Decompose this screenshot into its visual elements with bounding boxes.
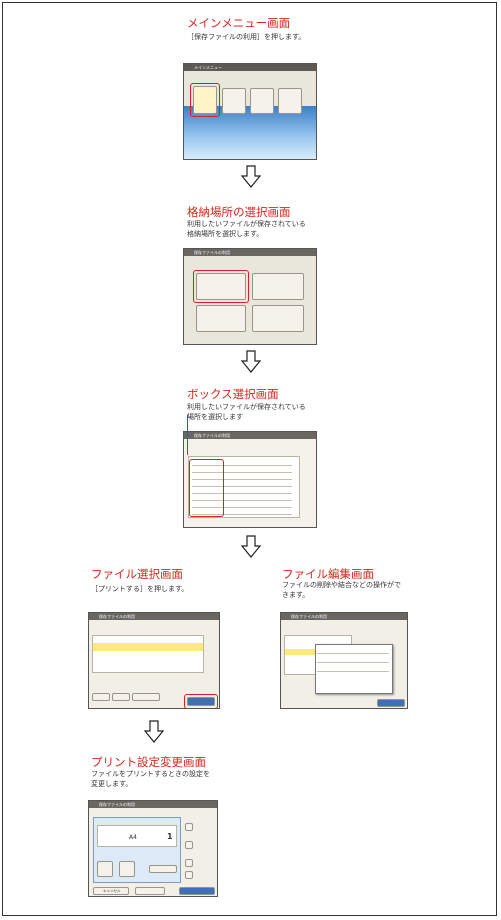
print-button[interactable] [187,697,215,706]
screen-title-bar: 保存ファイルの利用 [281,613,407,620]
screen-title: 保存ファイルの利用 [99,802,135,807]
menu-item[interactable] [317,650,389,654]
desc-line: 利用したいファイルが保存されている [187,220,306,228]
option-button[interactable] [149,865,177,873]
detail-button[interactable] [92,693,110,701]
selected-file-row[interactable] [93,643,203,651]
list-item[interactable] [192,490,292,494]
down-arrow-1 [240,165,262,188]
step-desc-storage: 利用したいファイルが保存されている 格納場所を選択します。 [187,220,306,239]
screen-title: 保存ファイルの利用 [194,433,230,438]
desc-line: ファイルをプリントするときの設定を [91,770,210,778]
desc-line: ［プリントする］を押します。 [91,585,189,593]
screen-title: 保存ファイルの利用 [194,250,230,255]
desc-line: きます。 [282,590,310,599]
edit-button[interactable] [112,693,130,701]
step-title-print-settings: プリント設定変更画面 [91,755,206,769]
step-desc-print-settings: ファイルをプリントするときの設定を 変更します。 [91,770,210,789]
screen-title-bar: 保存ファイルの利用 [89,613,219,620]
screen-title: メインメニュー [194,65,222,70]
edit-menu-popup [315,644,393,694]
step-title-file-edit: ファイル編集画面 [282,567,374,581]
desc-line: 場所を選択します [187,412,243,421]
list-item[interactable] [192,462,292,466]
step-desc-main-menu: ［保存ファイルの利用］を押します。 [187,33,305,43]
list-item[interactable] [192,497,292,501]
screen-storage: 保存ファイルの利用 [183,248,317,345]
down-arrow-3 [240,535,262,558]
option-button[interactable] [119,861,135,877]
step-desc-file-edit: ファイルの削除や結合などの操作がで きます。 [282,581,401,600]
screen-print-settings: 保存ファイルの利用 A4 1 キャンセル [88,800,218,897]
list-item[interactable] [192,511,292,515]
step-desc-file-select: ［プリントする］を押します。 [91,585,188,595]
sky-background [184,106,316,159]
settings-button[interactable] [135,887,165,895]
desc-line: 格納場所を選択します。 [187,229,264,238]
option-button[interactable] [97,861,113,877]
menu-item[interactable] [317,659,389,663]
screen-file-select: 保存ファイルの利用 [88,612,220,709]
desc-line: ［保存ファイルの利用］を押します。 [187,33,306,41]
file-edit-button[interactable] [132,693,160,701]
highlight-box [190,83,220,117]
desc-line: 利用したいファイルが保存されている [187,403,306,411]
copy-button[interactable] [250,88,274,114]
memory-media-button[interactable] [252,305,304,332]
step-title-main-menu: メインメニュー画面 [187,16,291,30]
list-item[interactable] [192,504,292,508]
screen-file-edit: 保存ファイルの利用 [280,612,408,709]
screen-title-bar: 保存ファイルの利用 [89,801,217,808]
box-button[interactable] [196,273,246,300]
copies-value: 1 [167,832,173,841]
quick-menu-button[interactable] [222,88,246,114]
highlight-leader-line [187,415,188,455]
menu-item[interactable] [317,668,389,672]
network-button[interactable] [196,305,246,332]
print-button[interactable] [377,699,405,707]
list-item[interactable] [192,469,292,473]
cancel-label: キャンセル [103,889,121,893]
step-title-storage: 格納場所の選択画面 [187,205,291,219]
paper-copies-box [97,825,177,847]
down-arrow-2 [240,350,262,373]
screen-title-bar: メインメニュー [184,64,316,71]
checkbox[interactable] [185,841,193,849]
checkbox[interactable] [185,859,193,867]
desc-line: 変更します。 [91,779,133,788]
step-title-file-select: ファイル選択画面 [91,567,183,581]
screen-title-bar: 保存ファイルの利用 [184,249,316,256]
highlight-box [184,694,218,708]
step-desc-box: 利用したいファイルが保存されている 場所を選択します [187,403,306,422]
checkbox[interactable] [185,871,193,879]
list-item[interactable] [192,476,292,480]
paper-size-value: A4 [129,834,137,841]
screen-box: 保存ファイルの利用 [183,431,317,528]
cancel-button[interactable]: キャンセル [93,887,129,895]
screen-title-bar: 保存ファイルの利用 [184,432,316,439]
step-title-box: ボックス選択画面 [187,387,279,401]
screen-main-menu: メインメニュー [183,63,317,160]
stored-files-button[interactable] [193,86,217,114]
list-item[interactable] [192,483,292,487]
desc-line: ファイルの削除や結合などの操作がで [282,581,401,589]
highlight-box [189,459,224,517]
screen-title: 保存ファイルの利用 [291,614,327,619]
print-start-button[interactable] [179,887,215,895]
file-list [92,635,204,673]
highlight-box [193,270,249,303]
down-arrow-4 [143,720,165,743]
fax-button[interactable] [278,88,302,114]
checkbox[interactable] [185,823,193,831]
advanced-box-button[interactable] [252,273,304,300]
screen-title: 保存ファイルの利用 [99,614,135,619]
